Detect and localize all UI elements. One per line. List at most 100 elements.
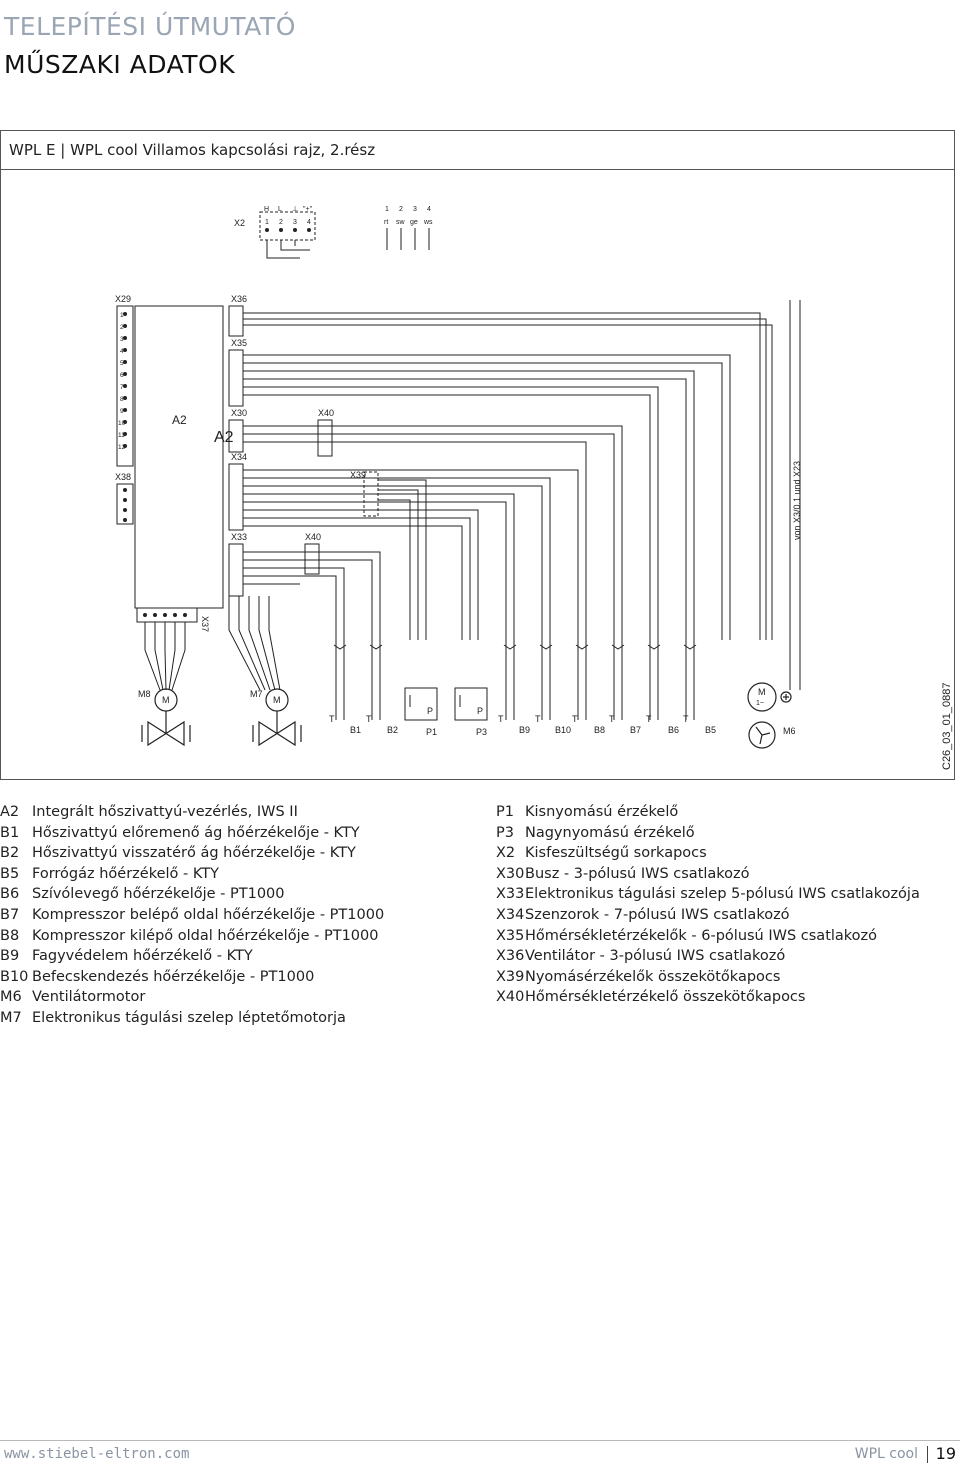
- legend-code: X33: [496, 886, 525, 903]
- x37-strip: [136, 607, 198, 623]
- legend-code: X30: [496, 865, 525, 882]
- legend-text: Hőszivattyú előremenő ág hőérzékelője - …: [32, 824, 360, 841]
- x29-pin-11: 11: [118, 432, 125, 439]
- wire-ws: ws: [423, 219, 433, 226]
- b5-t: T: [683, 714, 689, 724]
- figure-frame: WPL E | WPL cool Villamos kapcsolási raj…: [0, 130, 955, 780]
- x35-strip: [228, 349, 244, 407]
- label-x36: X36: [231, 294, 247, 304]
- label-x34: X34: [231, 452, 247, 462]
- legend-code: B2: [0, 845, 20, 862]
- m6-motor-symbol: M: [758, 687, 766, 697]
- wire-ge: ge: [410, 219, 418, 226]
- label-x40a: X40: [318, 408, 334, 418]
- x29-pin-4: 4: [120, 348, 124, 355]
- x36-strip: [228, 305, 244, 337]
- x29-pin-12: 12: [118, 444, 126, 451]
- p3-box: [454, 687, 488, 721]
- x29-pin-9: 9: [120, 408, 124, 415]
- legend-text: Elektronikus tágulási szelep léptetőmoto…: [32, 1009, 346, 1026]
- x29-pin-2: 2: [120, 324, 124, 331]
- label-x37: X37: [200, 616, 210, 632]
- sensor-b6: B6: [668, 725, 679, 735]
- m7-motor-symbol: M: [273, 695, 281, 705]
- footer-url[interactable]: www.stiebel-eltron.com: [4, 1446, 190, 1462]
- board-label: A2: [172, 413, 187, 427]
- label-x33: X33: [231, 532, 247, 542]
- m6-motor-circle: [747, 682, 777, 712]
- x29-pin-5: 5: [120, 360, 124, 367]
- wiring-diagram: X2 H L ⊥ "+" 1 2 3 4 1 2 3 4 rt sw ge ws…: [115, 206, 953, 770]
- label-x30: X30: [231, 408, 247, 418]
- legend-text: Hőmérsékletérzékelő összekötőkapocs: [525, 989, 806, 1006]
- sensor-b5: B5: [705, 725, 716, 735]
- legend-code: X36: [496, 948, 525, 965]
- b10-t: T: [535, 714, 541, 724]
- legend-row: X2 Kisfeszültségű sorkapocs: [496, 843, 920, 864]
- header-line2: MŰSZAKI ADATOK: [4, 50, 236, 79]
- x33-strip: [228, 543, 244, 597]
- b9-t: T: [498, 714, 504, 724]
- m7-valve: [258, 720, 296, 747]
- label-m8: M8: [138, 689, 151, 699]
- sensor-p1: P1: [426, 727, 437, 737]
- x34-strip: [228, 463, 244, 531]
- footer-separator: [927, 1446, 928, 1463]
- x29-pin-10: 10: [118, 420, 126, 427]
- label-x38: X38: [115, 472, 131, 482]
- valve-symbols: [141, 682, 792, 749]
- legend-code: X2: [496, 845, 516, 862]
- x29-pin-8: 8: [120, 396, 124, 403]
- x2-num-3: 3: [293, 219, 297, 226]
- legend-text: Szenzorok - 7-pólusú IWS csatlakozó: [525, 906, 790, 923]
- legend-code: X35: [496, 927, 525, 944]
- footer-brand: WPL cool: [854, 1446, 918, 1462]
- legend-text: Hőmérsékletérzékelők - 6-pólusú IWS csat…: [525, 927, 878, 944]
- x40a-strip: [317, 419, 333, 457]
- feeder-note: von X3/0.1 und X23: [792, 461, 802, 540]
- sensor-p3: P3: [476, 727, 487, 737]
- x2-pin-h: H: [264, 206, 269, 213]
- bus-num-4: 4: [427, 206, 431, 213]
- b6-t: T: [646, 714, 652, 724]
- sensor-type-letters: T T P P T T T T T T: [329, 706, 689, 724]
- b8-t: T: [572, 714, 578, 724]
- legend-code: B7: [0, 906, 20, 923]
- x29-pin-6: 6: [120, 372, 124, 379]
- legend-text: Nyomásérzékelők összekötőkapocs: [525, 968, 781, 985]
- x29-pin-3: 3: [120, 336, 124, 343]
- p1-box: [404, 687, 438, 721]
- x2-pin-plus: "+": [303, 206, 313, 213]
- legend-text: Ventilátor - 3-pólusú IWS csatlakozó: [525, 948, 786, 965]
- wiring-lines: [144, 228, 801, 720]
- legend-text: Ventilátormotor: [32, 989, 146, 1006]
- legend-text: Integrált hőszivattyú-vezérlés, IWS II: [32, 804, 298, 820]
- terminal-pins: [123, 228, 311, 617]
- label-x40b: X40: [305, 532, 321, 542]
- x29-pin-7: 7: [120, 384, 124, 391]
- label-x29: X29: [115, 294, 131, 304]
- bus-num-2: 2: [399, 206, 403, 213]
- wire-sw: sw: [396, 219, 406, 226]
- legend-code: B8: [0, 927, 20, 944]
- sensor-b9: B9: [519, 725, 530, 735]
- legend-code: M6: [0, 989, 22, 1006]
- legend-text: Busz - 3-pólusú IWS csatlakozó: [525, 865, 750, 882]
- m8-valve: [147, 720, 185, 747]
- legend-row: M6 Ventilátormotor: [0, 987, 384, 1008]
- bus-num-1: 1: [385, 206, 389, 213]
- x29-pin-labels: 1 2 3 4 5 6 7 8 9 10 11 12: [118, 312, 126, 451]
- legend-text: Kisfeszültségű sorkapocs: [525, 845, 707, 862]
